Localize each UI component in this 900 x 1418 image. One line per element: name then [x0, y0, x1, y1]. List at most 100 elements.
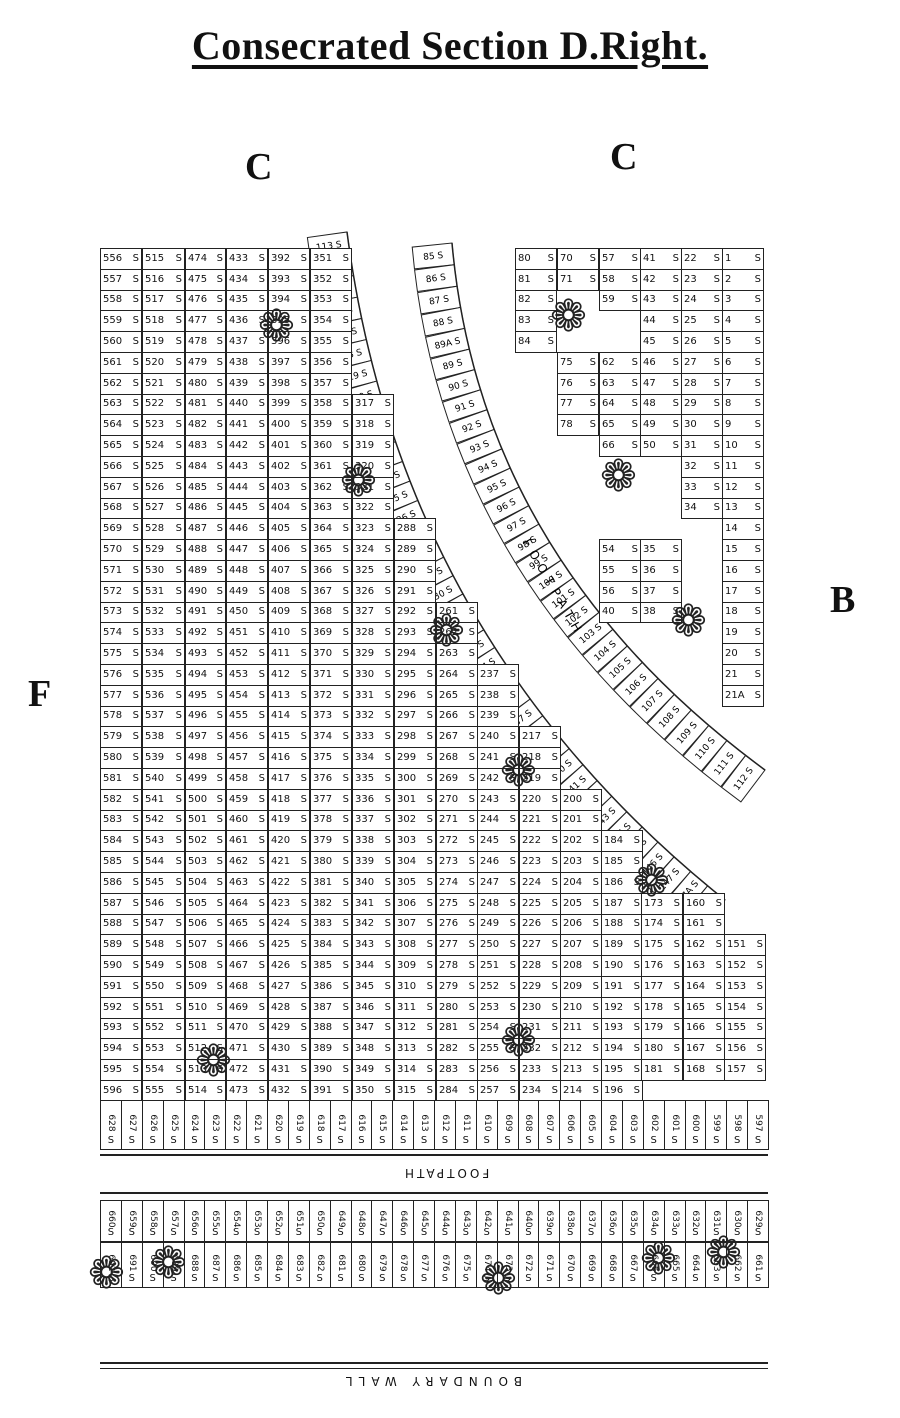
plot-number: 596	[103, 1084, 123, 1096]
plot-suffix: S	[342, 523, 349, 535]
plot-suffix: S	[715, 960, 722, 972]
curved-plot-label: 88 S	[432, 316, 454, 330]
plot-suffix: S	[384, 772, 391, 784]
plot-suffix: S	[342, 876, 349, 888]
plot-number: 656	[189, 1210, 200, 1228]
plot-suffix: S	[384, 876, 391, 888]
plot-suffix: S	[551, 1084, 558, 1096]
plot-number: 424	[271, 918, 291, 930]
plot-suffix: S	[756, 1001, 763, 1013]
plot-suffix: S	[468, 772, 475, 784]
plot-suffix: S	[342, 793, 349, 805]
plot-number: 304	[397, 856, 417, 868]
plot-number: 364	[313, 523, 333, 535]
plot-number: 252	[480, 980, 500, 992]
plot-number: 322	[355, 502, 375, 514]
plot-number: 317	[355, 398, 375, 410]
plot-number: 206	[563, 918, 583, 930]
plot-suffix: S	[592, 918, 599, 930]
plot-number: 546	[145, 897, 165, 909]
plot-suffix: S	[342, 294, 349, 306]
plot-suffix: S	[673, 1001, 680, 1013]
plot-number: 450	[229, 606, 249, 618]
plot-suffix: S	[551, 876, 558, 888]
plot-number: 419	[271, 814, 291, 826]
plot-suffix: S	[342, 939, 349, 951]
plot-suffix: S	[132, 980, 139, 992]
plot-number: 300	[397, 772, 417, 784]
plot-number: 266	[439, 710, 459, 722]
plot-number: 684	[272, 1254, 283, 1272]
plot-suffix: S	[300, 1001, 307, 1013]
plot-suffix: S	[426, 939, 433, 951]
plot-suffix: S	[633, 1043, 640, 1055]
plot-number: 21	[725, 668, 738, 680]
plot-number: 392	[271, 252, 291, 264]
plot-number: 446	[229, 523, 249, 535]
plot-number: 435	[229, 294, 249, 306]
plot-suffix: S	[258, 564, 265, 576]
plot-number: 371	[313, 668, 333, 680]
plot-suffix: S	[673, 980, 680, 992]
plot-number: 412	[271, 668, 291, 680]
plot-suffix: S	[384, 585, 391, 597]
plot-number: 341	[355, 897, 375, 909]
plot-number: 537	[145, 710, 165, 722]
plot-suffix: S	[337, 1273, 344, 1284]
plot-suffix: S	[300, 793, 307, 805]
plot-number: 616	[356, 1114, 367, 1132]
plot-suffix: S	[384, 668, 391, 680]
plot-suffix: S	[107, 1135, 115, 1146]
plot-suffix: S	[132, 294, 139, 306]
plot-suffix: S	[384, 564, 391, 576]
plot-number: 634	[648, 1210, 659, 1228]
plot-number: 43	[643, 294, 656, 306]
plot-suffix: S	[468, 1022, 475, 1034]
plot-suffix: S	[253, 1135, 261, 1146]
plot-number: 618	[314, 1114, 325, 1132]
plot-suffix: S	[216, 668, 223, 680]
plot-suffix: S	[631, 585, 638, 597]
plot-number: 49	[643, 419, 656, 431]
plot-number: 24	[684, 294, 697, 306]
plot-suffix: S	[216, 398, 223, 410]
plot-suffix: S	[258, 356, 265, 368]
